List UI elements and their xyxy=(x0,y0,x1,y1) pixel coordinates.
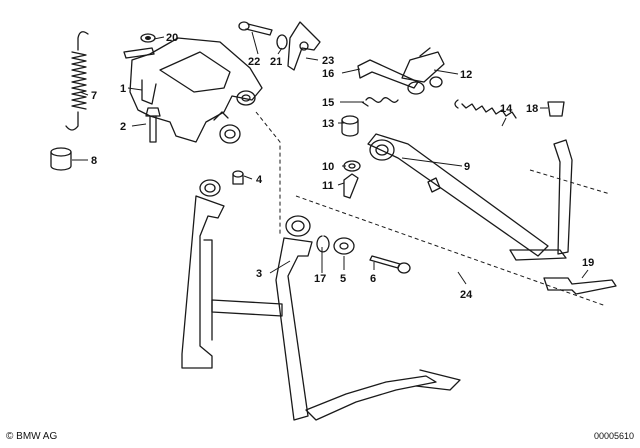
clip-part-17 xyxy=(316,235,330,253)
sleeve-part-13 xyxy=(341,115,359,137)
callout-6: 6 xyxy=(370,273,376,285)
callout-21: 21 xyxy=(270,56,282,68)
callout-7: 7 xyxy=(91,90,97,102)
callout-22: 22 xyxy=(248,56,260,68)
callout-8: 8 xyxy=(91,155,97,167)
callout-9: 9 xyxy=(464,161,470,173)
bushing-part-5 xyxy=(333,237,355,255)
bolt-part-2 xyxy=(145,107,161,143)
center-stand-part-3 xyxy=(181,179,461,421)
spring-part-7 xyxy=(65,31,89,131)
nut-part-21 xyxy=(276,34,288,50)
callout-5: 5 xyxy=(340,273,346,285)
callout-23: 23 xyxy=(322,55,334,67)
callout-18: 18 xyxy=(526,103,538,115)
plate-part-23 xyxy=(287,21,321,71)
assembly-boundary-24 xyxy=(255,111,611,307)
callout-10: 10 xyxy=(322,161,334,173)
screw-part-22 xyxy=(238,21,273,36)
callout-11: 11 xyxy=(322,180,334,192)
bolt-part-6 xyxy=(369,255,411,274)
bracket-part-16 xyxy=(357,47,445,95)
callout-24: 24 xyxy=(460,289,473,301)
plate-part-19 xyxy=(543,277,617,295)
callout-15: 15 xyxy=(322,97,334,109)
callout-16: 16 xyxy=(322,68,334,80)
callout-4: 4 xyxy=(256,174,263,186)
callout-2: 2 xyxy=(120,121,126,133)
bracket-part-1 xyxy=(123,37,263,144)
cap-part-18 xyxy=(547,101,565,117)
callout-20: 20 xyxy=(166,32,178,44)
callout-12: 12 xyxy=(460,69,472,81)
bolt-part-11 xyxy=(343,173,359,199)
pivot-part-10 xyxy=(343,160,361,172)
bushing-part-8 xyxy=(50,147,72,171)
callout-19: 19 xyxy=(582,257,594,269)
bolt-part-4 xyxy=(232,170,244,185)
callout-labels: 1 2 3 4 5 6 7 8 9 10 11 12 13 14 15 16 1… xyxy=(91,32,594,301)
callout-13: 13 xyxy=(322,118,334,130)
spring-part-14 xyxy=(454,99,517,119)
side-stand-part-9 xyxy=(367,133,567,261)
callout-3: 3 xyxy=(256,268,262,280)
washer-part-20 xyxy=(140,33,156,43)
callout-1: 1 xyxy=(120,83,126,95)
callout-14: 14 xyxy=(500,103,513,115)
spring-part-15 xyxy=(361,97,399,107)
stand-leg-part-9 xyxy=(553,139,573,255)
leader-lines xyxy=(72,31,589,285)
callout-17: 17 xyxy=(314,273,326,285)
document-number: 00005610 xyxy=(593,431,634,441)
copyright-text: © BMW AG xyxy=(6,431,58,442)
